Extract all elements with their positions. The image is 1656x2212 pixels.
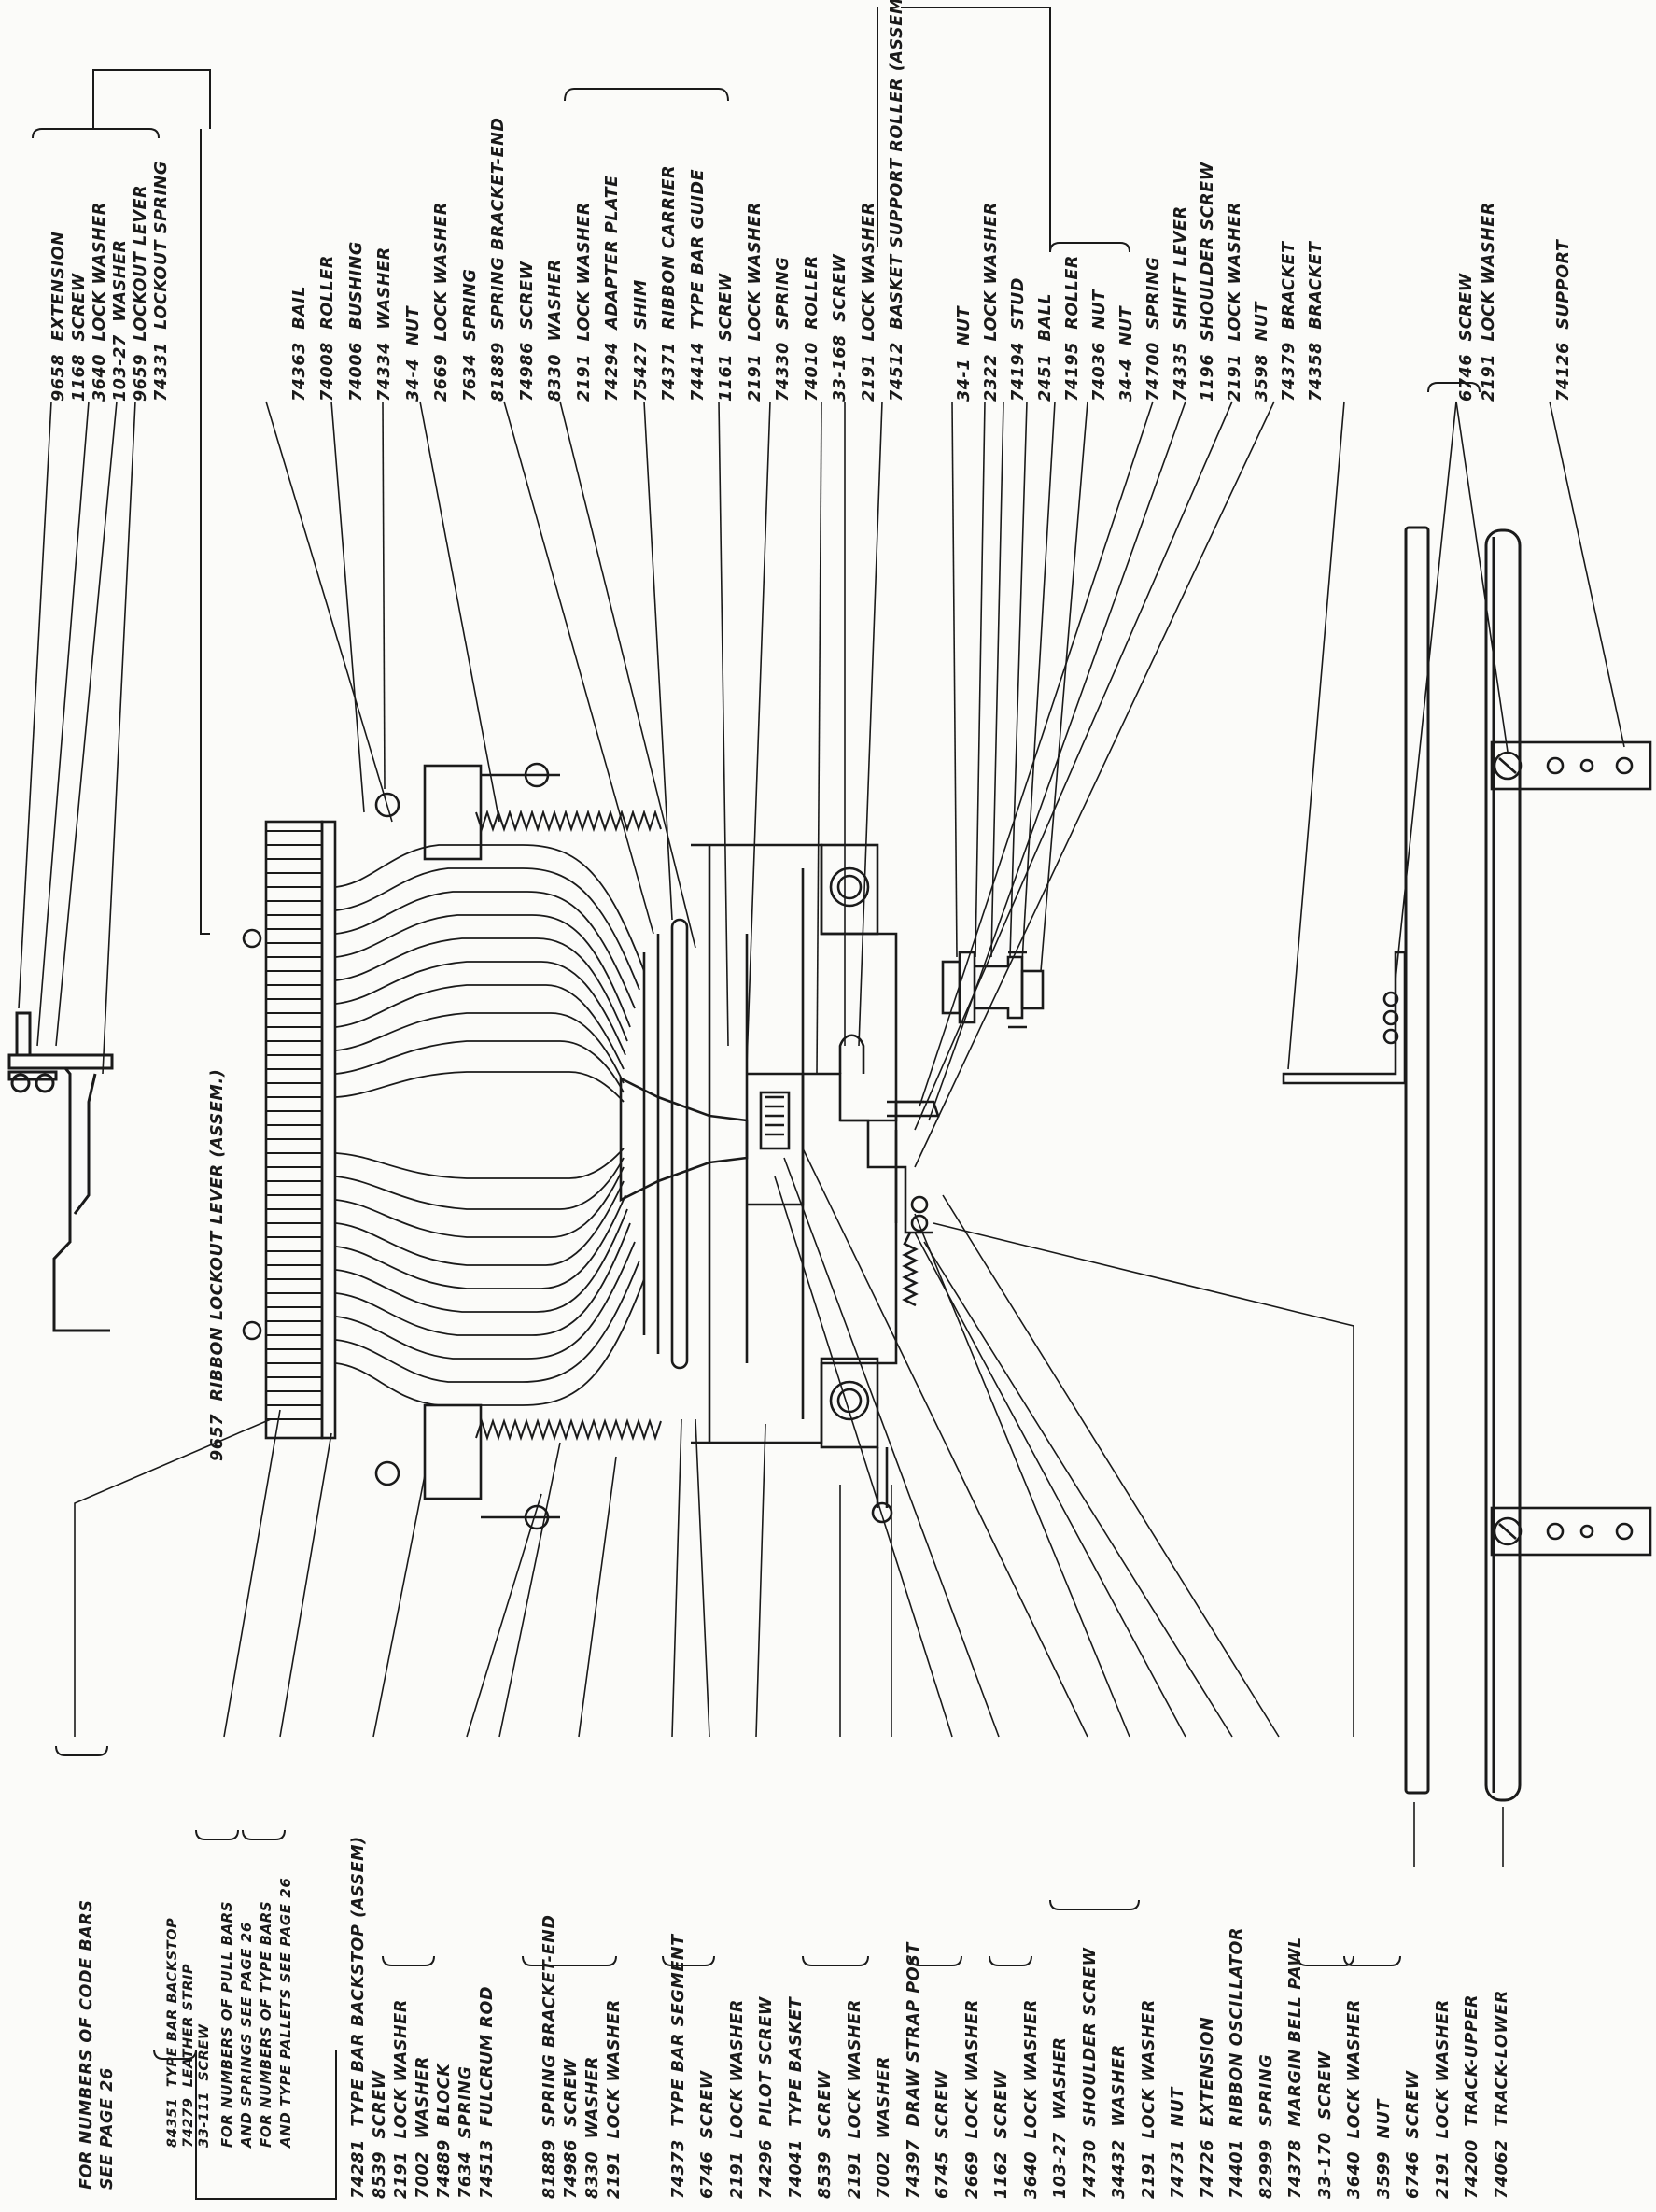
leader-lines-bottom	[74, 1148, 1504, 1867]
upper-spring-bank	[475, 809, 662, 833]
type-bar-comb	[266, 830, 322, 1420]
leader-lines-top	[18, 401, 1625, 1168]
support-74126-upper	[1490, 740, 1652, 791]
ribbon-lockout-lever-label: 9657 RIBBON LOCKOUT LEVER (ASSEM.)	[208, 1068, 227, 1461]
label-braces-bottom	[55, 1745, 1401, 2200]
label-braces-top	[32, 7, 1481, 935]
type-bars-lower	[335, 1148, 645, 1406]
backstop-assem-group-label: 74281 TYPE BAR BACKSTOP (ASSEM)8539 SCRE…	[349, 1836, 497, 2199]
track-upper	[1404, 526, 1430, 1795]
support-74126-lower	[1490, 1506, 1652, 1557]
type-bars-upper	[335, 844, 645, 1103]
bracket-74358	[1282, 951, 1407, 1085]
type-basket-assembly	[242, 762, 940, 1530]
track-lower	[1484, 528, 1522, 1802]
lower-spring-bank	[475, 1417, 662, 1442]
lockout-lever-subassembly	[7, 1011, 114, 1332]
